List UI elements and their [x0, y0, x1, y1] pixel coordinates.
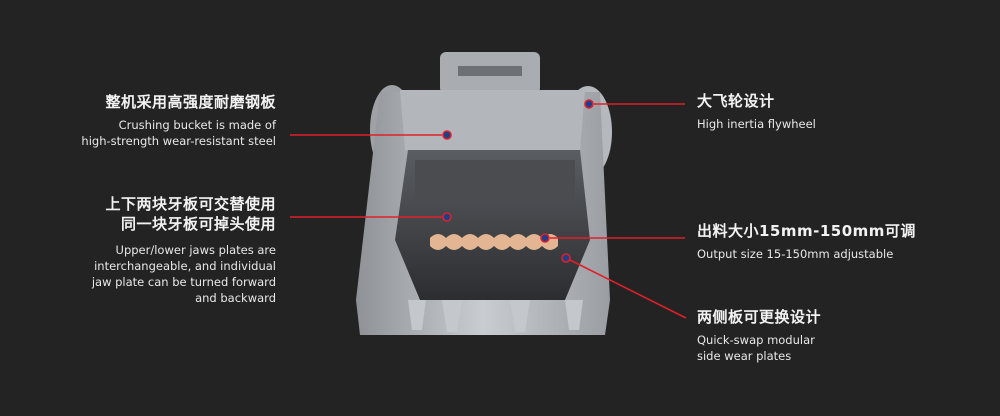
annotation-en: high-strength wear-resistant steel	[81, 134, 276, 148]
marker-side-plates	[561, 253, 571, 263]
annotation-cn: 整机采用高强度耐磨钢板	[105, 93, 276, 111]
marker-jaws	[442, 212, 452, 222]
annotation-cn: 上下两块牙板可交替使用	[105, 195, 276, 213]
annotation-en: and backward	[195, 291, 276, 305]
annotation-en: Upper/lower jaws plates are	[115, 243, 276, 257]
callout-dots	[442, 99, 594, 263]
annotation-flywheel: 大飞轮设计 High inertia flywheel	[697, 91, 816, 132]
marker-steel	[442, 130, 452, 140]
annotation-en: jaw plate can be turned forward	[91, 275, 276, 289]
annotation-en: Output size 15-150mm adjustable	[697, 247, 894, 261]
annotation-cn: 大飞轮设计	[697, 92, 775, 110]
annotation-en: Quick-swap modular	[697, 333, 815, 347]
annotation-cn: 同一块牙板可掉头使用	[120, 215, 276, 233]
annotation-output: 出料大小15mm-150mm可调 Output size 15-150mm ad…	[697, 221, 916, 262]
bucket-body	[356, 52, 612, 335]
annotation-cn: 出料大小15mm-150mm可调	[697, 222, 916, 240]
annotation-en: side wear plates	[697, 349, 792, 363]
annotation-en: High inertia flywheel	[697, 117, 816, 131]
marker-flywheel	[584, 99, 594, 109]
annotation-steel: 整机采用高强度耐磨钢板 Crushing bucket is made of h…	[81, 92, 276, 149]
annotation-side-plates: 两侧板可更换设计 Quick-swap modular side wear pl…	[697, 307, 821, 364]
marker-output	[540, 233, 550, 243]
annotation-cn: 两侧板可更换设计	[697, 308, 822, 326]
callout-lines	[290, 103, 687, 319]
annotation-jaws: 上下两块牙板可交替使用 同一块牙板可掉头使用 Upper/lower jaws …	[92, 194, 276, 306]
annotation-en: Crushing bucket is made of	[118, 118, 276, 132]
annotation-en: interchangeable, and individual	[94, 259, 276, 273]
